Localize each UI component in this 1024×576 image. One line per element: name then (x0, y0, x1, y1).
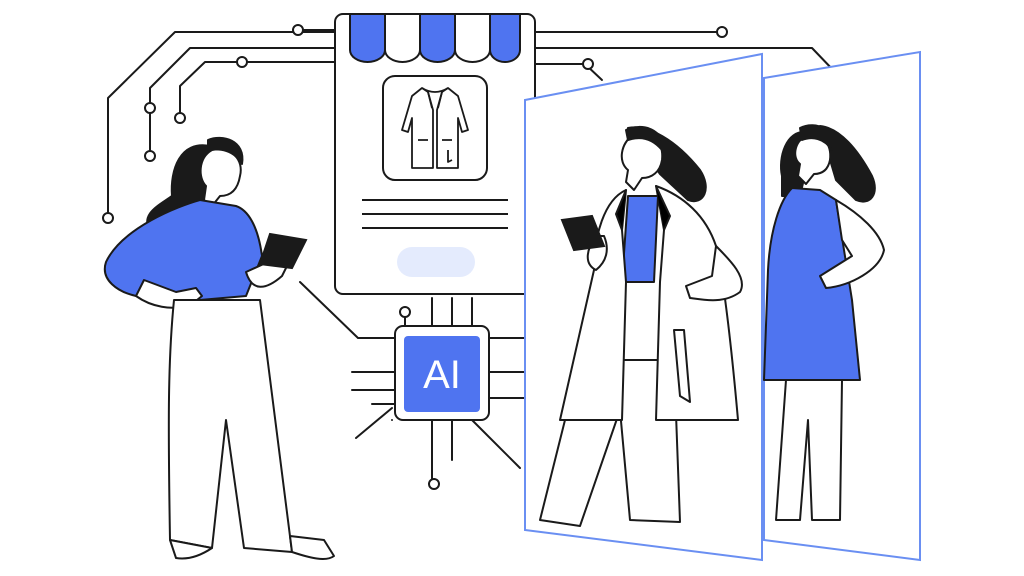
arm (685, 245, 743, 302)
product-description-lines (362, 199, 508, 229)
face (199, 148, 242, 207)
mirror-panel-coat (524, 52, 763, 562)
chip-core (404, 336, 480, 412)
blue-dress (763, 187, 861, 381)
smartphone-icon (560, 214, 606, 252)
awning-icon (349, 13, 521, 63)
circuit-node (102, 212, 114, 224)
circuit-traces (107, 29, 836, 483)
circuit-node (292, 24, 304, 36)
coat-woman (539, 125, 743, 527)
lab-coat-icon (401, 87, 469, 169)
dress-woman (763, 124, 885, 521)
blue-top (103, 199, 263, 301)
circuit-node (399, 306, 411, 318)
smartphone-icon (258, 232, 308, 270)
circuit-node (144, 102, 156, 114)
circuit-node (174, 112, 186, 124)
buy-button-shape (397, 247, 475, 277)
online-store-panel (334, 13, 536, 295)
chip-label: AI (423, 353, 461, 397)
arm (819, 199, 885, 289)
pants (167, 299, 293, 553)
shopper-woman (103, 136, 335, 560)
mirror-panel-dress (763, 50, 921, 562)
legs (775, 379, 843, 521)
circuit-node (236, 56, 248, 68)
circuit-nodes (102, 24, 728, 490)
circuit-node (716, 26, 728, 38)
circuit-node (582, 58, 594, 70)
ai-chip: AI (394, 325, 490, 421)
product-thumbnail (382, 75, 488, 181)
blue-shirt (621, 195, 659, 283)
circuit-node (428, 478, 440, 490)
circuit-node (144, 150, 156, 162)
